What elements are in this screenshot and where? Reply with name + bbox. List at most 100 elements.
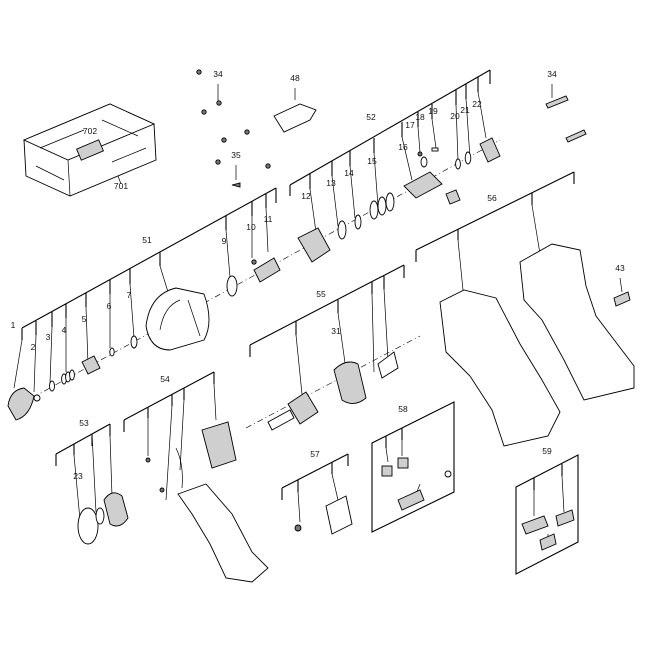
callout-c2: 2: [31, 342, 36, 352]
housing-left-56: [439, 289, 561, 447]
bracket-53: [55, 423, 111, 466]
callout-c5: 5: [82, 314, 87, 324]
part-31-ring-gear: [333, 361, 367, 404]
callout-c53: 53: [79, 418, 89, 428]
callout-c7: 7: [127, 290, 132, 300]
part-58-switch: [397, 489, 425, 511]
housing-right-56: [519, 243, 635, 401]
part-4-spring: [61, 369, 75, 385]
callout-c15: 15: [367, 156, 377, 166]
callout-c702: 702: [83, 126, 97, 136]
part-54-screw-a: [145, 457, 151, 463]
part-19: [431, 147, 439, 152]
part-53-ring: [95, 507, 105, 525]
callout-c19: 19: [428, 106, 438, 116]
part-5-sleeve: [81, 355, 101, 375]
bracket-56: [415, 171, 575, 262]
callout-c17: 17: [405, 120, 415, 130]
part-58-button-b: [397, 457, 409, 469]
part-1-front-cap: [7, 387, 35, 421]
part-54-screw-b: [159, 487, 165, 493]
bracket-lines: [21, 69, 579, 575]
part-53-fan: [103, 492, 129, 527]
part-59-latch-b: [555, 509, 575, 527]
part-43-clip: [613, 291, 631, 307]
hammer-case: [145, 287, 210, 351]
callout-c20: 20: [450, 111, 460, 121]
callout-c23: 23: [73, 471, 83, 481]
callout-c34a: 34: [213, 69, 223, 79]
callout-c55: 55: [316, 289, 326, 299]
part-11-anvil: [253, 257, 281, 283]
part-3: [49, 380, 55, 392]
part-21: [464, 151, 472, 165]
part-22-gear: [479, 137, 501, 163]
part-7: [130, 335, 138, 349]
screws-34-left: [196, 69, 271, 188]
part-23-washer: [77, 507, 99, 545]
callout-c57: 57: [310, 449, 320, 459]
callout-c21: 21: [460, 105, 470, 115]
part-16-spindle: [403, 171, 443, 199]
part-57-badge: [325, 495, 353, 535]
callout-c18: 18: [415, 112, 425, 122]
callout-c9: 9: [222, 236, 227, 246]
part-9: [226, 275, 238, 297]
bracket-55: [249, 264, 405, 357]
part-54-motor: [201, 421, 237, 469]
carrying-case: [22, 103, 157, 197]
part-6: [109, 347, 115, 357]
part-58-pin: [444, 470, 452, 478]
callout-c59: 59: [542, 446, 552, 456]
part-55-shaft: [267, 409, 295, 431]
bracket-52: [289, 69, 491, 196]
bracket-57: [281, 453, 349, 500]
callout-c4: 4: [62, 325, 67, 335]
callout-c56: 56: [487, 193, 497, 203]
callout-c10: 10: [246, 222, 256, 232]
callout-c43: 43: [615, 263, 625, 273]
parts: [7, 69, 635, 583]
part-59-latch-a: [521, 515, 549, 535]
callout-c51: 51: [142, 235, 152, 245]
callout-c12: 12: [301, 191, 311, 201]
part-15-spring: [369, 192, 395, 220]
part-52-small: [445, 189, 461, 205]
part-57-screw: [294, 524, 302, 532]
callout-c54: 54: [160, 374, 170, 384]
part-17: [417, 151, 423, 157]
bracket-59: [515, 454, 579, 575]
part-20: [455, 158, 461, 170]
callout-c22: 22: [472, 99, 482, 109]
callout-c52: 52: [366, 112, 376, 122]
part-55-plate: [377, 351, 399, 379]
part-59-spring: [539, 533, 557, 551]
label-48: [273, 103, 317, 133]
part-54-handle-insert: [177, 483, 269, 583]
callout-c34b: 34: [547, 69, 557, 79]
bracket-54: [123, 371, 215, 432]
part-2: [33, 394, 41, 402]
callout-c11: 11: [264, 214, 273, 224]
callout-c58: 58: [398, 404, 408, 414]
part-13: [337, 220, 347, 240]
part-55-carrier: [287, 391, 319, 425]
callout-c13: 13: [326, 178, 336, 188]
part-54-wire: [175, 447, 183, 489]
callout-c35: 35: [231, 150, 241, 160]
part-58-button-a: [381, 465, 393, 477]
callout-c48: 48: [290, 73, 300, 83]
screws-34-right: [545, 95, 587, 143]
callout-c701: 701: [114, 181, 128, 191]
callout-c16: 16: [398, 142, 408, 152]
part-14: [354, 214, 362, 230]
callout-c3: 3: [46, 332, 51, 342]
callout-c1: 1: [11, 320, 16, 330]
bracket-51: [21, 187, 277, 340]
part-12-hammer: [297, 227, 331, 263]
bracket-58: [371, 401, 455, 533]
callout-c31: 31: [331, 326, 341, 336]
